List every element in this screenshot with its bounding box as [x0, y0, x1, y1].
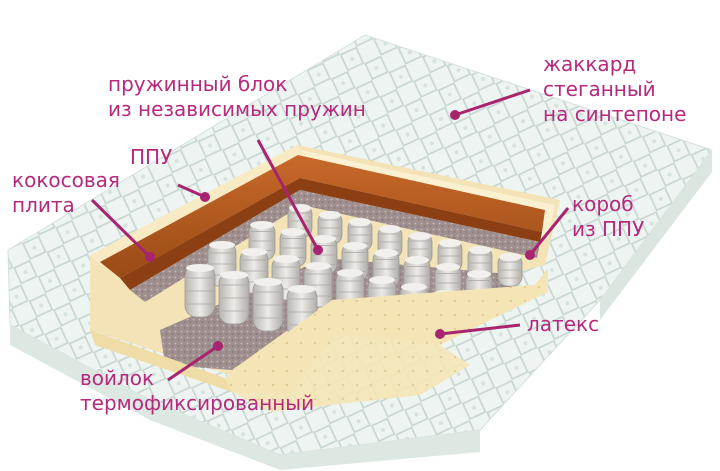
label-frame: короб из ППУ [572, 192, 644, 242]
latex-layer [90, 268, 548, 412]
label-frame-line2: из ППУ [572, 217, 645, 241]
label-spring-block-line1: пружинный блок [108, 72, 288, 96]
pointer-dots [145, 110, 535, 351]
label-jacquard-line1: жаккард [543, 52, 637, 76]
label-felt: войлок термофиксированный [80, 366, 314, 416]
label-spring-block-line2: из независимых пружин [108, 97, 366, 121]
label-felt-line2: термофиксированный [80, 391, 315, 415]
label-jacquard-line2: стеганный [543, 77, 656, 101]
spring-block [184, 204, 523, 339]
pointer-lines [90, 88, 570, 382]
label-coconut-line2: плита [12, 193, 75, 217]
spring-pocket [218, 271, 250, 325]
spring-pocket [497, 253, 523, 287]
label-coconut-line1: кокосовая [12, 168, 120, 192]
spring-pocket [252, 278, 284, 332]
label-jacquard-line3: на синтепоне [543, 102, 687, 126]
label-ppu: ППУ [130, 145, 172, 170]
coconut-slab [100, 155, 545, 290]
label-coconut: кокосовая плита [12, 168, 120, 218]
label-latex-text: латекс [527, 312, 600, 336]
label-latex: латекс [527, 312, 599, 337]
label-spring-block: пружинный блок из независимых пружин [108, 72, 366, 122]
label-ppu-text: ППУ [130, 145, 173, 169]
label-frame-line1: короб [572, 192, 634, 216]
label-jacquard: жаккард стеганный на синтепоне [543, 52, 686, 127]
label-felt-line1: войлок [80, 366, 155, 390]
spring-pocket [184, 264, 216, 318]
